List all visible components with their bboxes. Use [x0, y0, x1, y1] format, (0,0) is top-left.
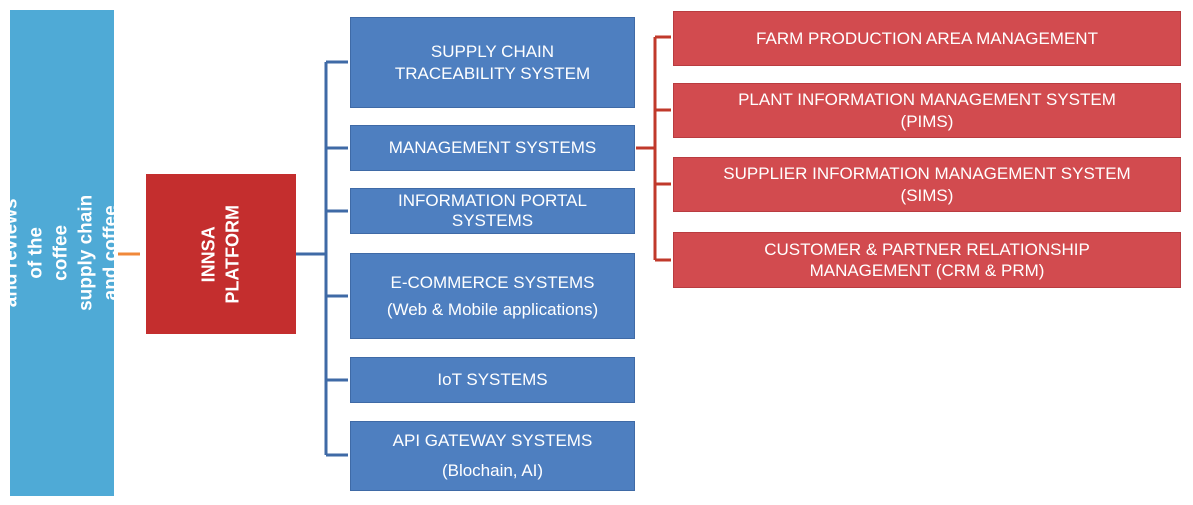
system-supply-chain-traceability: SUPPLY CHAIN TRACEABILITY SYSTEM: [350, 17, 635, 108]
system-api-gateway: API GATEWAY SYSTEMS (Blochain, AI): [350, 421, 635, 491]
systems-bracket: [296, 60, 348, 457]
system-iot: IoT SYSTEMS: [350, 357, 635, 403]
platform-label: INNSA PLATFORM: [198, 204, 243, 304]
innsa-platform-box: INNSA PLATFORM: [146, 174, 296, 334]
module-customer-partner-relationship-management: CUSTOMER & PARTNER RELATIONSHIP MANAGEME…: [673, 232, 1181, 288]
system-e-commerce: E-COMMERCE SYSTEMS (Web & Mobile applica…: [350, 253, 635, 339]
root-topic-box: Critical investigation and reviews of th…: [1, 10, 173, 496]
module-supplier-information-management: SUPPLIER INFORMATION MANAGEMENT SYSTEM (…: [673, 157, 1181, 212]
module-plant-information-management: PLANT INFORMATION MANAGEMENT SYSTEM (PIM…: [673, 83, 1181, 138]
system-information-portal: INFORMATION PORTAL SYSTEMS: [350, 188, 635, 234]
system-management: MANAGEMENT SYSTEMS: [350, 125, 635, 171]
modules-bracket: [636, 35, 671, 262]
module-farm-production-area-management: FARM PRODUCTION AREA MANAGEMENT: [673, 11, 1181, 66]
